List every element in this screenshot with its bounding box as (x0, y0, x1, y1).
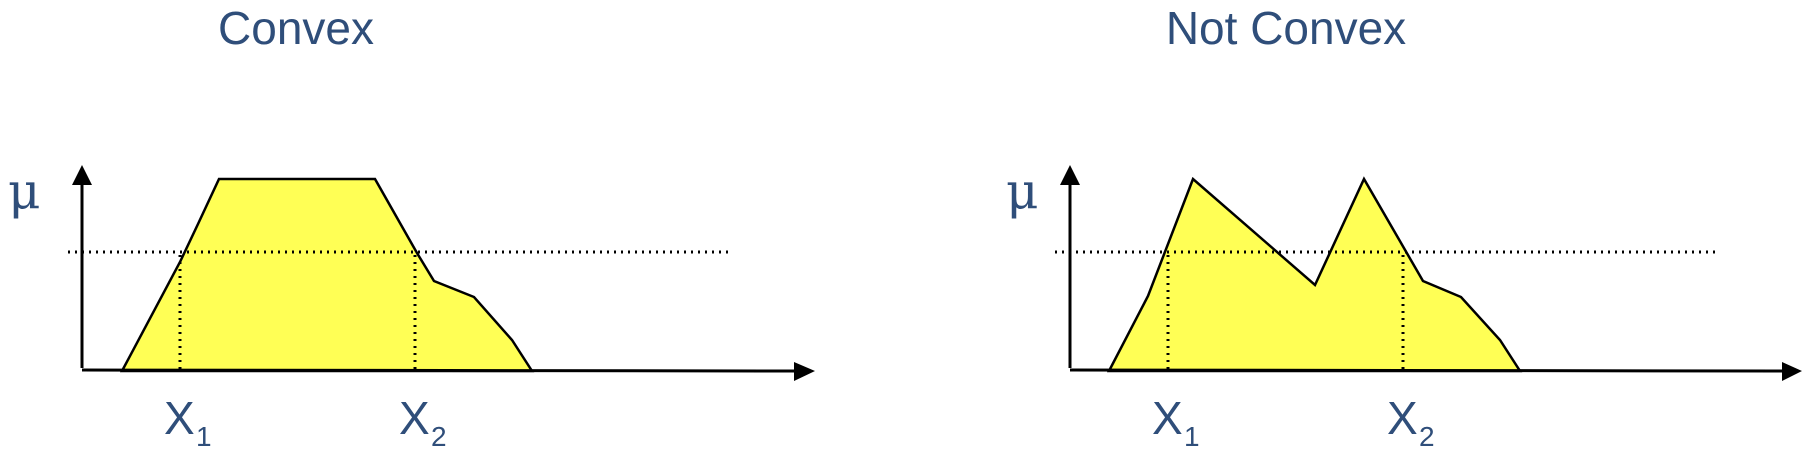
not-convex-x2-label: X (1387, 392, 1418, 444)
not-convex-panel: Not Convex μ X 1 X 2 (1006, 2, 1802, 452)
not-convex-x1-label: X (1152, 392, 1183, 444)
not-convex-x-axis (1069, 368, 1785, 373)
convex-membership-shape (119, 177, 535, 373)
convex-y-axis-arrow-icon (72, 165, 92, 185)
convex-title: Convex (218, 2, 374, 54)
convex-x-axis (81, 368, 797, 373)
not-convex-x2-subscript: 2 (1419, 421, 1435, 452)
not-convex-y-axis-arrow-icon (1060, 165, 1080, 185)
convex-x2-label: X (399, 392, 430, 444)
not-convex-title: Not Convex (1166, 2, 1406, 54)
convex-x-axis-arrow-icon (794, 362, 815, 381)
not-convex-mu-label: μ (1006, 162, 1039, 220)
convex-x2-subscript: 2 (431, 421, 447, 452)
convex-panel: Convex μ X 1 X 2 (8, 2, 815, 452)
not-convex-membership-shape (1106, 176, 1523, 373)
convex-mu-label: μ (8, 162, 41, 220)
not-convex-x1-subscript: 1 (1184, 421, 1200, 452)
convex-x1-label: X (164, 392, 195, 444)
convex-x1-subscript: 1 (196, 421, 212, 452)
not-convex-x-axis-arrow-icon (1782, 362, 1802, 381)
